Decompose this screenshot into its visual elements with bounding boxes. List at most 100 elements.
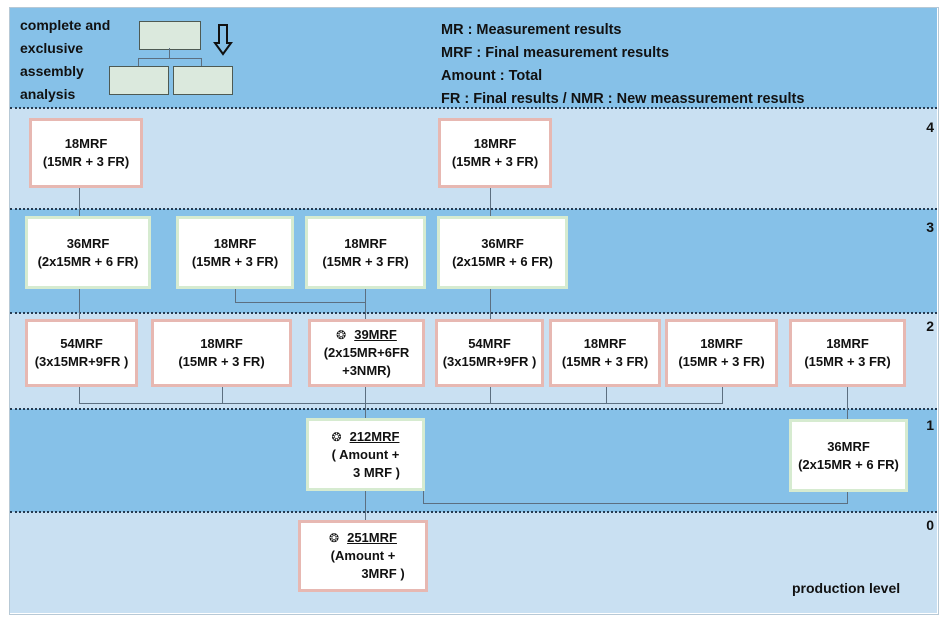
schematic-child-box <box>173 66 233 95</box>
node-l1-a: ❂212MRF ( Amount + 3 MRF ) <box>306 418 425 491</box>
diagram-frame <box>9 7 939 615</box>
schematic-line <box>169 48 170 58</box>
node-detail-line-2: 3 MRF ) <box>353 464 400 480</box>
level-label-3: 3 <box>926 219 934 235</box>
node-title: 18MRF <box>700 336 743 351</box>
node-l4-left: 18MRF (15MR + 3 FR) <box>29 118 143 188</box>
level-divider <box>10 107 937 109</box>
level-divider <box>10 208 937 210</box>
node-l0-a: ❂251MRF (Amount + 3MRF ) <box>298 520 428 592</box>
node-title: 251MRF <box>347 530 397 545</box>
schematic-child-box <box>109 66 169 95</box>
node-l3-c: 18MRF (15MR + 3 FR) <box>305 216 426 289</box>
node-title: 18MRF <box>344 235 387 251</box>
node-title: 18MRF <box>213 235 257 251</box>
node-heading: ❂ 251MRF <box>329 529 397 547</box>
node-detail: (15MR + 3 FR) <box>451 154 539 169</box>
level-label-1: 1 <box>926 417 934 433</box>
connector-line <box>423 490 424 504</box>
connector-line <box>79 403 723 404</box>
node-l3-b: 18MRF (15MR + 3 FR) <box>176 216 294 289</box>
mercedes-star-icon: ❂ <box>331 429 342 444</box>
level-label-4: 4 <box>926 119 934 135</box>
node-detail: (3x15MR+9FR ) <box>34 354 129 369</box>
node-detail-line-2: +3NMR) <box>342 363 391 378</box>
legend-item: Amount : Total <box>441 68 543 84</box>
level-divider <box>10 408 937 410</box>
mercedes-star-icon: ❂ <box>336 328 347 342</box>
connector-line <box>79 289 80 319</box>
schematic-line <box>138 58 202 59</box>
level-divider <box>10 511 937 513</box>
connector-line <box>79 387 80 404</box>
level-label-0: 0 <box>926 517 934 533</box>
node-title: 36MRF <box>827 438 870 454</box>
title-line: analysis <box>20 86 76 102</box>
level-divider <box>10 312 937 314</box>
node-l2-b: 18MRF (15MR + 3 FR) <box>151 319 292 387</box>
connector-line <box>79 188 80 216</box>
node-detail: (Amount + <box>330 548 396 563</box>
node-title: 18MRF <box>583 336 627 351</box>
node-detail: (15MR + 3 FR) <box>322 253 409 269</box>
node-detail: (15MR + 3 FR) <box>42 154 130 169</box>
schematic-line <box>138 58 139 66</box>
mercedes-star-icon: ❂ <box>329 531 340 545</box>
node-detail: (15MR + 3 FR) <box>804 354 891 369</box>
node-l3-a: 36MRF (2x15MR + 6 FR) <box>25 216 151 289</box>
node-detail: (15MR + 3 FR) <box>561 354 649 369</box>
node-l2-a: 54MRF (3x15MR+9FR ) <box>25 319 138 387</box>
node-title: 212MRF <box>349 428 400 444</box>
legend-item: FR : Final results / NMR : New meassurem… <box>441 91 805 107</box>
node-title: 36MRF <box>66 235 110 251</box>
node-detail: (15MR + 3 FR) <box>191 253 279 269</box>
connector-line <box>490 289 491 319</box>
title-line: exclusive <box>20 40 84 56</box>
connector-line <box>235 289 236 302</box>
title-line: assembly <box>20 63 84 79</box>
connector-line <box>606 387 607 404</box>
node-detail: (15MR + 3 FR) <box>178 354 265 369</box>
level-1-band <box>10 409 937 512</box>
node-detail: (3x15MR+9FR ) <box>442 354 537 369</box>
schematic-parent-box <box>139 21 201 50</box>
node-l2-e: 18MRF (15MR + 3 FR) <box>549 319 661 387</box>
node-title: 18MRF <box>64 136 108 151</box>
connector-line <box>222 387 223 404</box>
level-0-band <box>10 512 937 613</box>
node-detail: (2x15MR+6FR <box>323 345 410 360</box>
production-level-label: production level <box>792 580 901 596</box>
node-title: 54MRF <box>60 336 103 351</box>
connector-line <box>365 289 366 319</box>
node-l2-f: 18MRF (15MR + 3 FR) <box>665 319 778 387</box>
legend-item: MR : Measurement results <box>441 22 622 38</box>
node-title: 18MRF <box>473 136 517 151</box>
node-l1-b: 36MRF (2x15MR + 6 FR) <box>789 419 908 492</box>
connector-line <box>235 302 366 303</box>
node-title: 54MRF <box>468 336 511 351</box>
node-l4-right: 18MRF (15MR + 3 FR) <box>438 118 552 188</box>
level-label-2: 2 <box>926 318 934 334</box>
connector-line <box>847 387 848 419</box>
connector-line <box>722 387 723 404</box>
node-heading: ❂39MRF <box>336 326 397 344</box>
connector-line <box>423 503 848 504</box>
schematic-line <box>201 58 202 66</box>
down-arrow-icon <box>213 24 233 56</box>
connector-line <box>365 490 366 520</box>
connector-line <box>847 490 848 504</box>
node-l2-g: 18MRF (15MR + 3 FR) <box>789 319 906 387</box>
connector-line <box>365 387 366 419</box>
node-detail: (2x15MR + 6 FR) <box>452 253 553 269</box>
connector-line <box>490 188 491 216</box>
node-detail: (15MR + 3 FR) <box>678 354 765 369</box>
diagram-title: complete and exclusive assembly analysis <box>20 14 110 106</box>
node-l2-c: ❂39MRF (2x15MR+6FR +3NMR) <box>308 319 425 387</box>
node-detail: (2x15MR + 6 FR) <box>798 456 899 472</box>
node-title: 18MRF <box>200 336 243 351</box>
node-l2-d: 54MRF (3x15MR+9FR ) <box>435 319 544 387</box>
title-line: complete and <box>20 17 111 33</box>
node-l3-d: 36MRF (2x15MR + 6 FR) <box>437 216 568 289</box>
node-heading: ❂ 212MRF <box>332 428 400 446</box>
legend-item: MRF : Final measurement results <box>441 45 670 61</box>
